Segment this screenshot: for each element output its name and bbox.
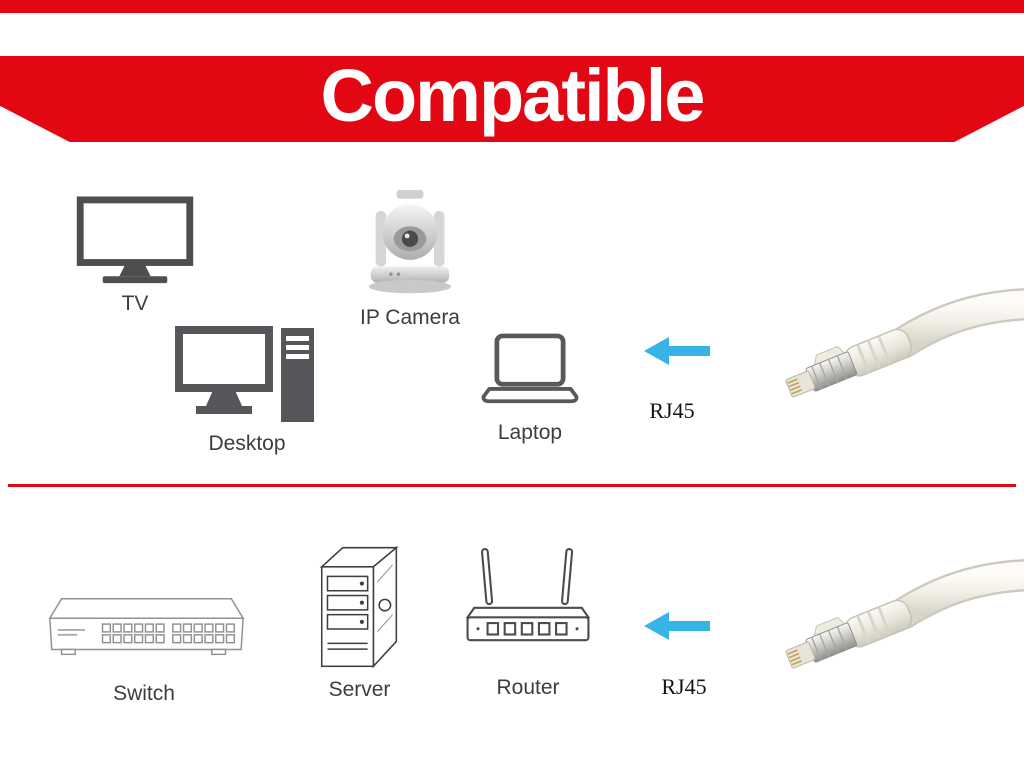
- device-label-desktop: Desktop: [208, 432, 286, 455]
- device-label-router: Router: [496, 676, 560, 699]
- device-tv: TV: [70, 196, 200, 316]
- switch-icon: [48, 597, 244, 656]
- left-arrow-icon: [644, 337, 710, 365]
- rj45-label-top: RJ45: [649, 398, 695, 423]
- ip-camera-icon: [368, 190, 452, 294]
- device-label-tv: TV: [121, 292, 149, 315]
- rj45-label-bottom: RJ45: [661, 674, 707, 699]
- rj45-cable-photo-top: [738, 287, 1024, 430]
- banner-ribbon: Compatible: [0, 56, 1024, 142]
- server-icon: [319, 546, 398, 669]
- device-laptop: Laptop: [475, 333, 585, 445]
- device-label-switch: Switch: [113, 682, 175, 705]
- banner-title: Compatible: [320, 54, 706, 137]
- device-ip-camera: IP Camera: [350, 190, 470, 330]
- device-label-server: Server: [328, 678, 391, 701]
- device-switch: Switch: [38, 588, 250, 706]
- top-red-strip: [0, 0, 1024, 13]
- router-icon: [465, 548, 591, 642]
- tv-icon: [76, 196, 194, 284]
- laptop-icon: [481, 333, 579, 404]
- left-arrow-icon-bottom: [644, 612, 710, 640]
- device-label-laptop: Laptop: [497, 421, 563, 444]
- section-divider: [8, 484, 1016, 487]
- rj45-cable-photo-bottom: [738, 558, 1024, 701]
- device-label-ip-camera: IP Camera: [360, 306, 460, 329]
- device-server: Server: [312, 540, 407, 702]
- device-desktop: Desktop: [172, 326, 322, 456]
- desktop-icon: [174, 326, 314, 422]
- device-router: Router: [458, 546, 598, 700]
